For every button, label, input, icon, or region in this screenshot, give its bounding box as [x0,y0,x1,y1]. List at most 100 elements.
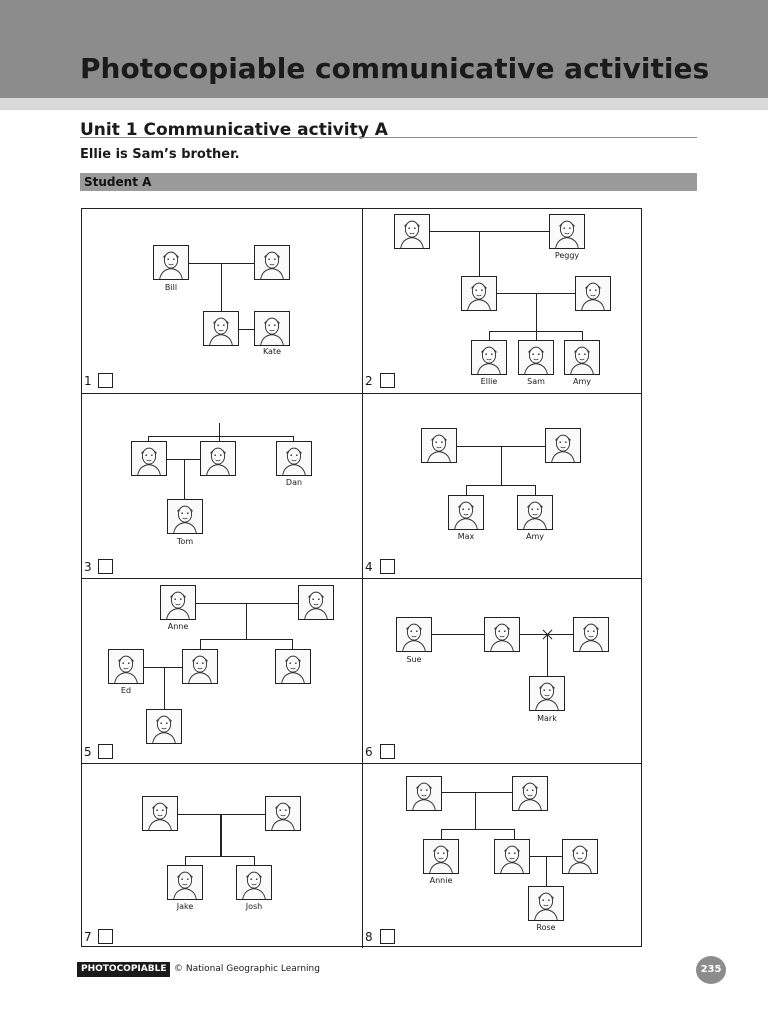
answer-checkbox[interactable] [380,929,395,944]
answer-checkbox[interactable] [380,559,395,574]
portrait-photo [545,428,581,463]
answer-checkbox[interactable] [98,373,113,388]
panel-number: 8 [365,930,373,944]
portrait-photo [573,617,609,652]
header-band [0,0,768,98]
photocopiable-tag: PHOTOCOPIABLE [77,962,171,977]
tree-line [535,485,536,495]
page-title: Photocopiable communicative activities [80,52,710,85]
person-name: Josh [245,902,263,911]
portrait-photo [167,865,203,900]
portrait-photo [254,245,290,280]
portrait-photo [423,839,459,874]
portrait-photo [254,311,290,346]
tree-line [442,792,512,793]
portrait-photo [160,585,196,620]
panel-number: 6 [365,745,373,759]
panel-7: Jake Josh 7 [82,763,362,948]
person-name: Ellie [480,377,498,386]
tree-line [196,603,298,604]
portrait-photo [421,428,457,463]
tree-line [547,634,548,676]
portrait-photo [518,340,554,375]
portrait-photo [275,649,311,684]
panel-2: Peggy Ellie Sam Amy 2 [362,209,642,393]
tree-line [479,231,480,276]
person-name: Sam [527,377,545,386]
portrait-photo [564,340,600,375]
page-number: 235 [696,956,726,984]
portrait-photo [265,796,301,831]
panel-number: 1 [84,374,92,388]
header-strip [0,98,768,110]
portrait-photo [484,617,520,652]
panel-number: 2 [365,374,373,388]
tree-line [200,639,201,649]
tree-line [220,814,222,856]
tree-line [466,485,536,486]
tree-line [164,667,165,709]
tree-line [441,829,515,830]
person-name: Sue [406,655,422,664]
panel-8: Annie Rose 8 [362,763,642,948]
tree-line [501,446,502,485]
portrait-photo [108,649,144,684]
answer-checkbox[interactable] [98,929,113,944]
person-name: Max [457,532,475,541]
portrait-photo [394,214,430,249]
panel-5: Anne Ed 5 [82,578,362,763]
panel-number: 5 [84,745,92,759]
tree-line [246,603,247,639]
tree-line [144,667,182,668]
answer-checkbox[interactable] [380,744,395,759]
portrait-photo [549,214,585,249]
panel-1: Bill Kate 1 [82,209,362,393]
tree-line [185,856,186,865]
panel-3: Dan Tom 3 [82,393,362,578]
portrait-photo [528,886,564,921]
tree-line [514,829,515,839]
answer-checkbox[interactable] [98,559,113,574]
portrait-photo [203,311,239,346]
person-name: Anne [167,622,189,631]
person-name: Amy [526,532,544,541]
panel-number: 3 [84,560,92,574]
tree-line [293,436,294,441]
person-name: Ed [120,686,132,695]
portrait-photo [517,495,553,530]
tree-line [200,639,293,640]
tree-line [536,331,537,340]
tree-line [221,263,222,311]
copyright-notice: © National Geographic Learning [174,964,320,974]
tree-line [185,856,255,857]
portrait-photo [142,796,178,831]
portrait-photo [471,340,507,375]
person-name: Amy [573,377,591,386]
person-name: Kate [262,347,282,356]
tree-line [148,436,149,441]
answer-checkbox[interactable] [98,744,113,759]
panel-number: 4 [365,560,373,574]
portrait-photo [146,709,182,744]
tree-line [546,856,547,886]
title-rule [80,137,697,138]
student-bar: Student A [80,173,697,191]
portrait-photo [200,441,236,476]
answer-checkbox[interactable] [380,373,395,388]
tree-line [466,485,467,495]
portrait-photo [131,441,167,476]
tree-line [536,293,537,331]
person-name: Bill [164,283,178,292]
tree-line [489,331,490,340]
tree-line [148,436,293,437]
tree-line [219,423,220,436]
tree-line [292,639,293,649]
tree-line [432,634,484,635]
portrait-photo [494,839,530,874]
portrait-photo [562,839,598,874]
student-label: Student A [84,175,152,189]
person-name: Tom [176,537,194,546]
portrait-photo [276,441,312,476]
portrait-photo [448,495,484,530]
tree-line [441,829,442,839]
